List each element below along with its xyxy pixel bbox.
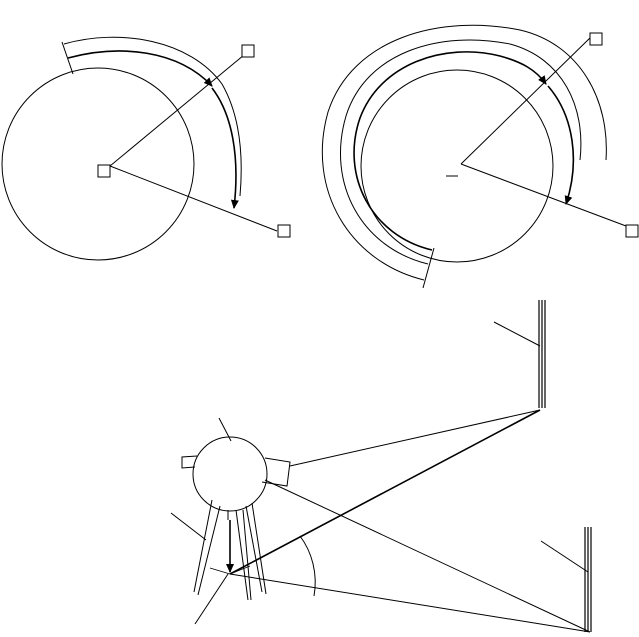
beam-to-lower-rod-top (264, 479, 591, 633)
beam-angle-arc (299, 535, 316, 597)
sensor-head-leader (218, 417, 232, 442)
right-outer-arc-1 (321, 24, 607, 281)
left-radius-upper (109, 54, 245, 167)
right-rotation-view (321, 24, 639, 289)
left-center-label-box (97, 164, 111, 178)
left-upper-label-box (241, 44, 255, 58)
right-arc-start-tick (422, 247, 435, 289)
left-rotation-arrow-upper (67, 50, 213, 87)
tripod-leader-lower (194, 573, 229, 625)
beam-to-upper-rod-top (289, 409, 541, 467)
beam-to-upper-rod-bottom (229, 409, 541, 575)
right-rotation-arrow-upper (353, 51, 547, 251)
sensor-head-left-port (181, 455, 198, 469)
left-outer-arc (63, 36, 242, 197)
tripod-leg-2a (235, 509, 249, 601)
right-upper-label-box (589, 32, 603, 46)
right-rotation-arrow-lower (547, 85, 575, 205)
lower-rod (584, 527, 592, 632)
left-rotation-arrow-lower (211, 87, 239, 209)
right-circle (360, 69, 554, 263)
tripod-leg-1b (197, 505, 221, 596)
sensor-head-sphere (192, 436, 268, 512)
right-outer-arc-2 (340, 39, 582, 265)
tripod-leg-3b (251, 502, 267, 595)
tripod-leg-2b (242, 509, 252, 601)
leg-join-left (209, 567, 231, 575)
left-rotation-view (1, 36, 291, 261)
beam-to-lower-rod-bottom (229, 573, 591, 633)
tripod (193, 499, 267, 601)
left-arc-start-tick (61, 41, 74, 75)
bottom-scene (170, 300, 592, 633)
leg-join-right (229, 565, 251, 575)
upper-rod (538, 300, 546, 408)
lower-rod-leader (540, 540, 589, 573)
left-circle (1, 67, 195, 261)
tripod-leg-1a (193, 499, 213, 593)
right-radius-lower (460, 163, 627, 227)
left-lower-label-box (277, 224, 291, 238)
upper-rod-leader (493, 321, 541, 347)
tripod-leader-upper (170, 512, 207, 541)
left-radius-lower (109, 165, 278, 232)
right-lower-label-box (625, 224, 639, 238)
tripod-leg-3a (245, 505, 263, 593)
